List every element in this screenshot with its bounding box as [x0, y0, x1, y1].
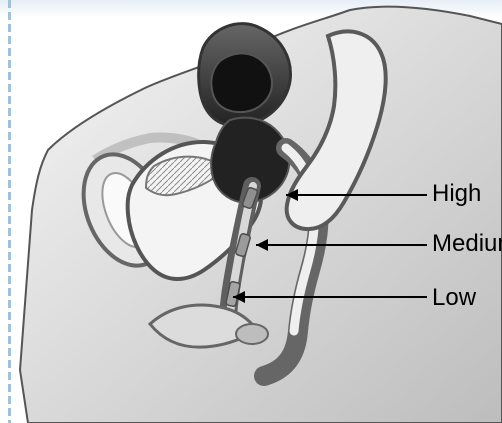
anal-region	[236, 324, 268, 344]
label-low: Low	[432, 286, 476, 310]
label-medium: Medium	[432, 232, 502, 256]
colon-loop-1	[211, 53, 272, 112]
label-high: High	[432, 182, 481, 206]
